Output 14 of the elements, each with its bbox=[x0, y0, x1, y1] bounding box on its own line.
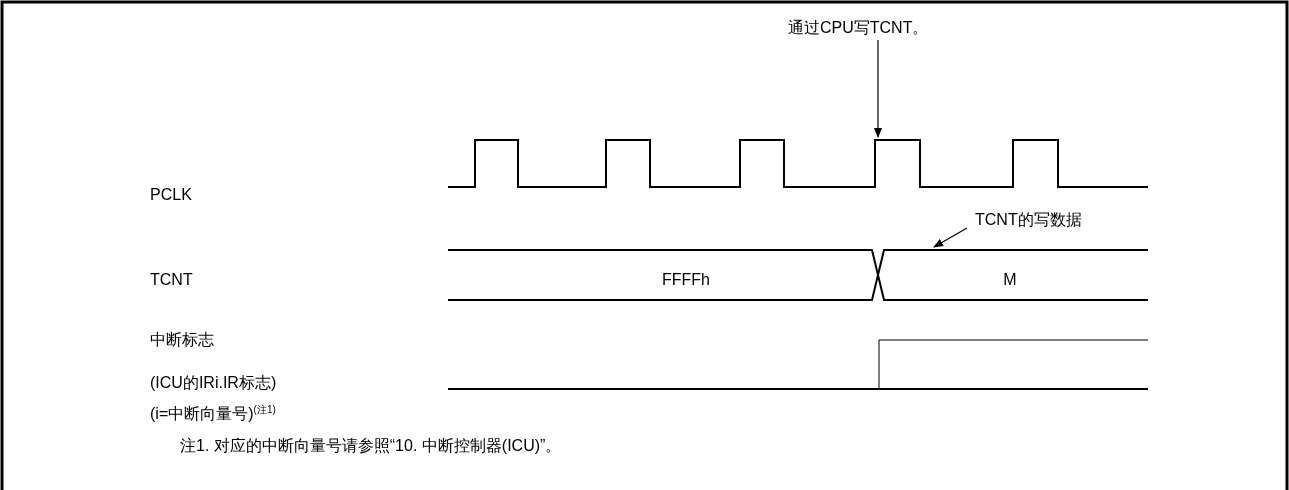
callout-text: TCNT的写数据 bbox=[975, 210, 1082, 230]
signal-name: (i=中断向量号)$^{(注1)}$ bbox=[150, 403, 276, 425]
signal-name: PCLK bbox=[150, 185, 192, 205]
callout-text: 通过CPU写TCNT。 bbox=[788, 18, 929, 38]
signal-name: 中断标志 bbox=[150, 330, 214, 350]
bus-waveform bbox=[447, 249, 1149, 301]
bus-value: M bbox=[1003, 270, 1017, 290]
leader-line bbox=[874, 39, 882, 138]
signal-name: TCNT bbox=[150, 270, 193, 290]
footnote: 注1. 对应的中断向量号请参照“10. 中断控制器(ICU)”。 bbox=[180, 436, 562, 456]
signal-name: (ICU的IRi.IR标志) bbox=[150, 373, 277, 393]
leader-line bbox=[933, 227, 968, 248]
clock-waveform bbox=[447, 139, 1149, 188]
bus-value: FFFFh bbox=[662, 270, 710, 290]
